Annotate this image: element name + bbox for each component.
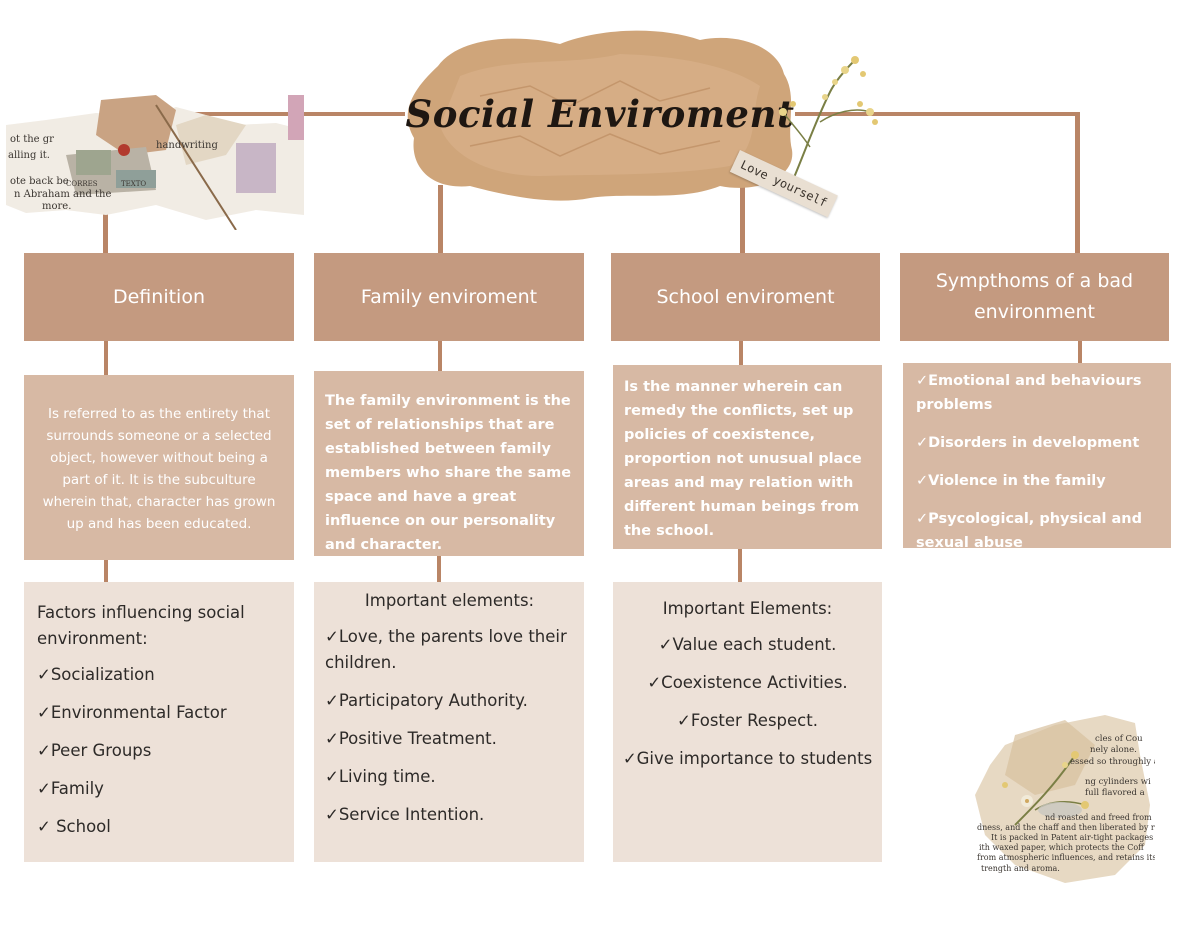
list-item: ✓Socialization — [37, 665, 155, 684]
connector-col2-top — [438, 185, 443, 254]
collage-text: dness, and the chaff and then liberated … — [977, 823, 1155, 832]
collage-text-5: more. — [42, 201, 72, 212]
paper-collage-left: ot the gr alling it. ote back be n Abrah… — [6, 95, 304, 230]
list-item: ✓Foster Respect. — [677, 711, 818, 730]
collage-text-6: handwriting — [156, 140, 218, 151]
list-item: ✓Coexistence Activities. — [647, 673, 848, 692]
collage-text: nd roasted and freed from — [1045, 813, 1152, 822]
list-item: ✓Environmental Factor — [37, 703, 227, 722]
flower-sprig-icon — [779, 56, 878, 188]
collage-text: It is packed in Patent air-tight package… — [991, 833, 1155, 842]
symptom-item: ✓Emotional and behaviours problems — [916, 373, 1142, 413]
list-item: ✓Peer Groups — [37, 741, 152, 760]
definition-factors-list: Factors influencing social environment: … — [24, 582, 294, 862]
collage-text: cles of Cou — [1095, 734, 1143, 744]
collage-text-7: CORRES — [66, 180, 98, 188]
collage-text: essed so throughly as — [1070, 757, 1155, 767]
symptom-item: ✓Violence in the family — [916, 473, 1106, 489]
collage-text-8: TEXTO — [121, 180, 147, 188]
connector-col2-mid — [438, 341, 442, 372]
list-item: ✓Value each student. — [658, 635, 837, 654]
connector-col1-low — [104, 560, 108, 582]
collage-text: trength and aroma. — [981, 864, 1060, 873]
collage-text: from atmospheric influences, and retains… — [977, 853, 1155, 862]
collage-text: nely alone. — [1090, 745, 1137, 755]
connector-col4-top — [1075, 112, 1080, 254]
list-item: ✓Family — [37, 779, 104, 798]
collage-text: full flavored a — [1085, 788, 1145, 798]
school-description: Is the manner wherein can remedy the con… — [613, 365, 882, 549]
family-description: The family environment is the set of rel… — [314, 371, 584, 556]
collage-text-2: alling it. — [8, 150, 50, 161]
definition-description: Is referred to as the entirety that surr… — [24, 375, 294, 560]
list-item: ✓Living time. — [325, 767, 436, 786]
list-item: ✓Give importance to students — [622, 749, 873, 768]
paper-collage-right: cles of Cou nely alone. essed so through… — [975, 715, 1155, 883]
family-elements-list: Important elements: ✓Love, the parents l… — [314, 582, 584, 862]
page-title: Social Enviroment — [405, 92, 795, 136]
title-paper: Social Enviroment — [400, 26, 800, 206]
list-item: ✓ School — [37, 817, 111, 836]
header-family-environment: Family enviroment — [314, 253, 584, 341]
connector-col3-mid — [739, 341, 743, 366]
connector-col1-mid — [104, 341, 108, 376]
list-title: Factors influencing social environment: — [37, 603, 245, 648]
collage-text-4: n Abraham and the — [14, 189, 112, 200]
symptoms-list: ✓Emotional and behaviours problems ✓Diso… — [903, 363, 1171, 548]
symptom-item: ✓Disorders in development — [916, 435, 1140, 451]
connector-top-left — [103, 112, 405, 116]
list-item: ✓Positive Treatment. — [325, 729, 497, 748]
collage-text-1: ot the gr — [10, 134, 54, 145]
list-title: Important elements: — [364, 591, 535, 610]
collage-text-3: ote back be — [10, 176, 69, 187]
header-school-environment: School enviroment — [611, 253, 880, 341]
collage-text: ng cylinders wi — [1085, 777, 1151, 787]
header-symptoms-bad-environment: Sympthoms of a bad environment — [900, 253, 1169, 341]
connector-col2-low — [437, 556, 441, 582]
connector-col4-mid — [1078, 341, 1082, 364]
list-item: ✓Service Intention. — [325, 805, 485, 824]
connector-col3-low — [738, 549, 742, 582]
list-item: ✓Participatory Authority. — [325, 691, 528, 710]
connector-top-right — [795, 112, 1078, 116]
connector-col3-top — [740, 170, 745, 254]
school-elements-list: Important Elements: ✓Value each student.… — [613, 582, 882, 862]
header-definition: Definition — [24, 253, 294, 341]
list-item: ✓Love, the parents love their children. — [325, 627, 567, 672]
list-title: Important Elements: — [662, 599, 833, 618]
symptom-item: ✓Psycological, physical and sexual abuse — [916, 511, 1142, 548]
collage-text: ith waxed paper, which protects the Coff — [979, 843, 1144, 852]
